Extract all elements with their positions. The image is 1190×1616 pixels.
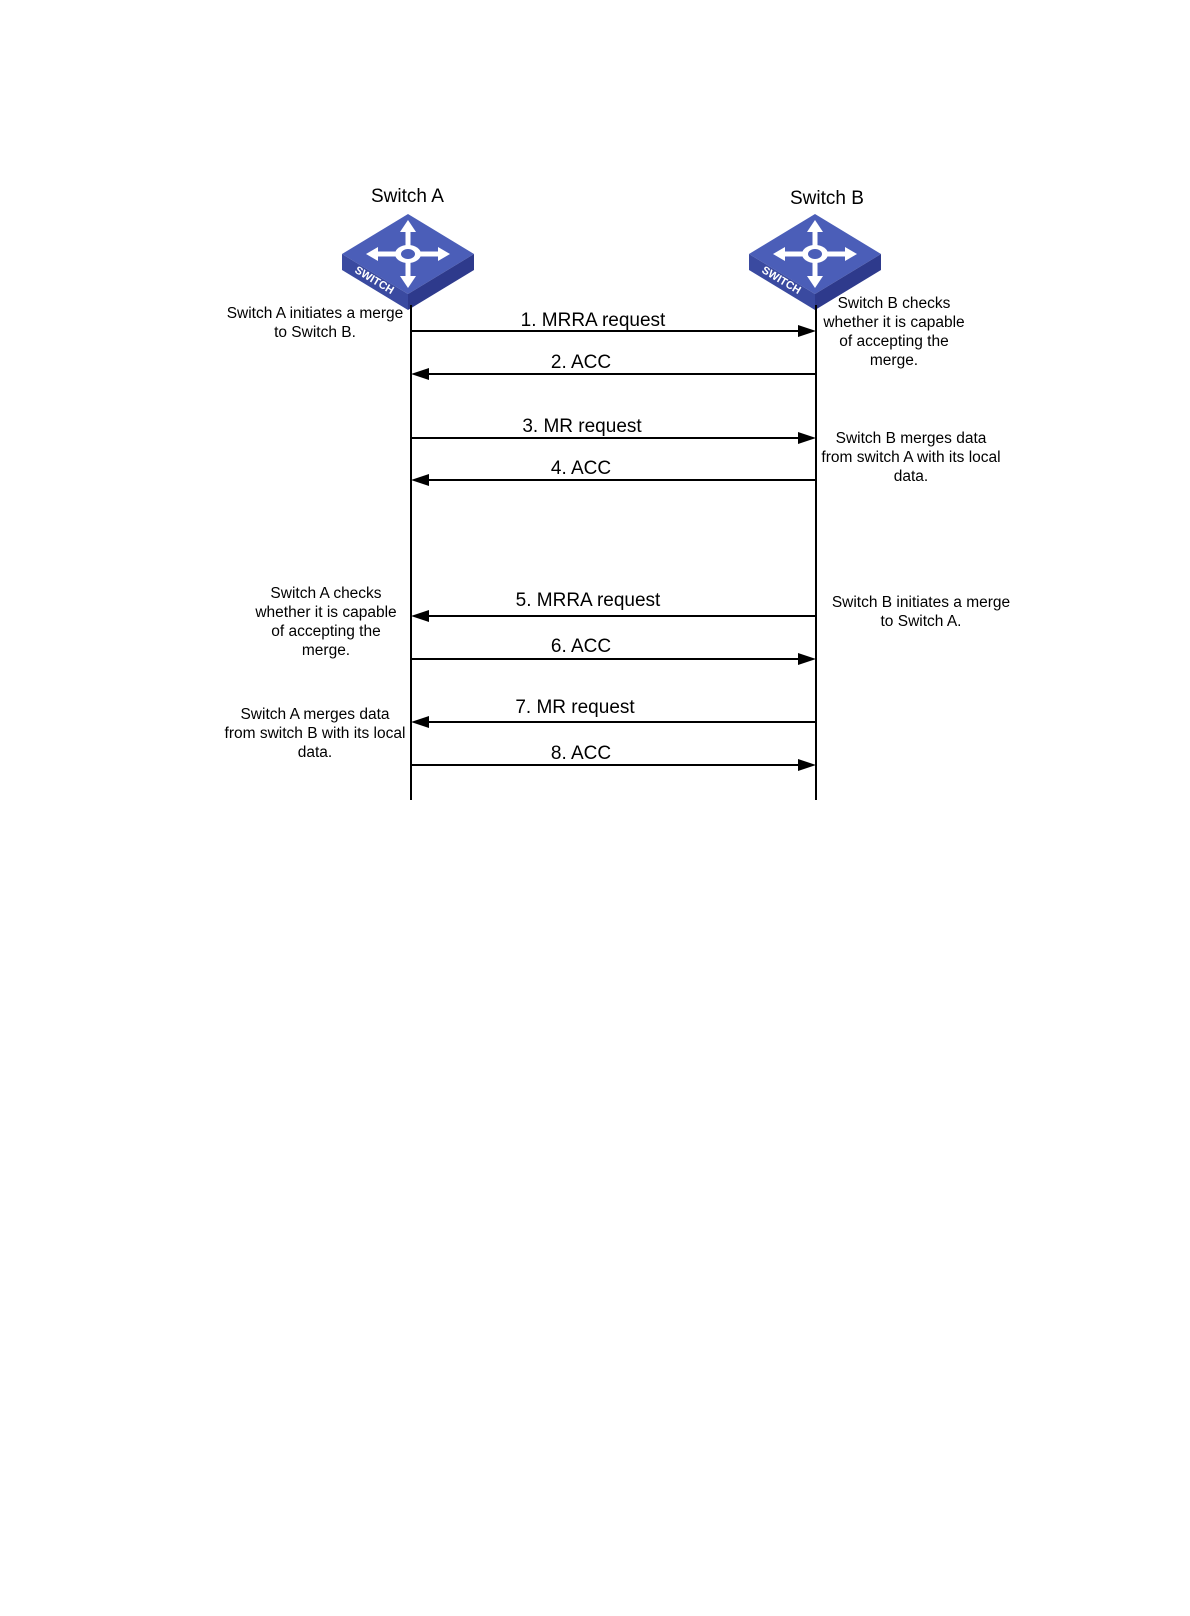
message-label: 1. MRRA request	[520, 310, 666, 331]
arrowhead-right-icon	[798, 432, 816, 444]
arrowhead-left-icon	[411, 610, 429, 622]
message-arrow	[426, 373, 816, 375]
message-arrow	[411, 330, 801, 332]
note-switch-a-checks: Switch A checks whether it is capable of…	[255, 585, 397, 659]
arrowhead-right-icon	[798, 759, 816, 771]
message-arrow	[426, 615, 816, 617]
switch-icon: SWITCH	[749, 214, 881, 310]
message-arrow	[411, 437, 801, 439]
switch-b-label: Switch B	[790, 188, 864, 209]
message-label: 5. MRRA request	[515, 590, 661, 611]
message-arrow	[426, 479, 816, 481]
message-label: 2. ACC	[550, 352, 612, 373]
switch-a-lifeline	[410, 305, 412, 800]
message-label: 7. MR request	[515, 697, 635, 718]
message-arrow	[411, 658, 801, 660]
note-switch-b-merges: Switch B merges data from switch A with …	[821, 430, 1001, 485]
note-switch-a-merges: Switch A merges data from switch B with …	[224, 706, 406, 761]
message-label: 3. MR request	[522, 416, 642, 437]
note-switch-b-checks: Switch B checks whether it is capable of…	[823, 295, 965, 369]
arrowhead-left-icon	[411, 716, 429, 728]
message-label: 4. ACC	[550, 458, 612, 479]
message-label: 8. ACC	[550, 743, 612, 764]
arrowhead-right-icon	[798, 325, 816, 337]
arrowhead-right-icon	[798, 653, 816, 665]
switch-icon: SWITCH	[342, 214, 474, 310]
switch-b-lifeline	[815, 305, 817, 800]
note-switch-b-initiates: Switch B initiates a merge to Switch A.	[831, 594, 1011, 630]
message-arrow	[411, 764, 801, 766]
message-arrow	[426, 721, 816, 723]
switch-a-label: Switch A	[371, 186, 444, 207]
arrowhead-left-icon	[411, 474, 429, 486]
message-label: 6. ACC	[550, 636, 612, 657]
note-switch-a-initiates: Switch A initiates a merge to Switch B.	[226, 305, 404, 341]
arrowhead-left-icon	[411, 368, 429, 380]
